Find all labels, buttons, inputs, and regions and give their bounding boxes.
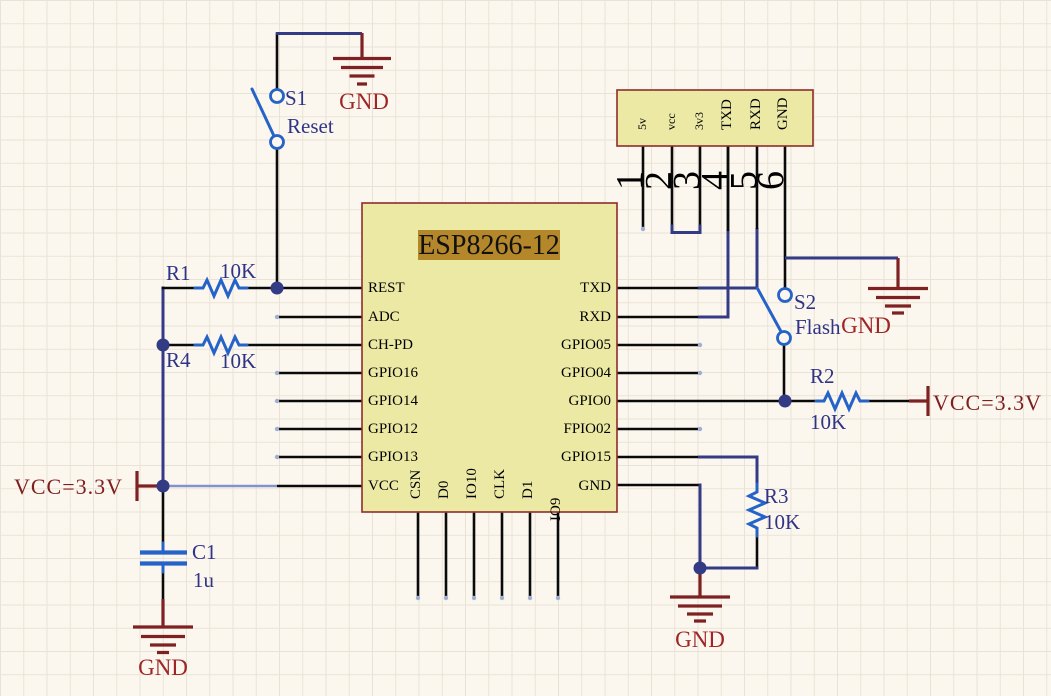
r1-resistor[interactable]: [193, 276, 249, 300]
header-pin-lines: [641, 146, 787, 289]
ic-pin-label-d0: D0: [436, 480, 452, 499]
header-pin-number-6: 6: [750, 171, 792, 190]
ic-pin-label-gpio0: GPIO0: [568, 393, 611, 409]
ic-pin-label-gpio16: GPIO16: [368, 365, 419, 381]
ic-pin-label-gpio04: GPIO04: [560, 365, 611, 381]
gnd-symbol-bottom-left[interactable]: [133, 599, 193, 655]
ic-title: ESP8266-12: [418, 230, 560, 261]
r2-value: 10K: [810, 410, 847, 434]
wire-s1-to-gnd: [275, 32, 362, 89]
wire-gpio15-to-r3: [617, 455, 759, 570]
r2-ref: R2: [810, 364, 835, 388]
ic-pin-label-clk: CLK: [492, 469, 508, 499]
ic-pin-label-gpio05: GPIO05: [560, 337, 611, 353]
ic-pin-label-gnd: GND: [578, 478, 612, 494]
s1-value: Reset: [287, 114, 334, 138]
gnd-symbol-bottom-middle[interactable]: [670, 570, 730, 623]
ic-pin-label-gpio12: GPIO12: [368, 421, 419, 437]
header-connector[interactable]: [616, 89, 814, 147]
ic-pin-label-txd: TXD: [580, 280, 611, 296]
r3-resistor[interactable]: [745, 482, 769, 538]
ic-pin-label-io10: IO10: [464, 468, 480, 499]
ic-pin-label-gpio14: GPIO14: [368, 393, 419, 409]
header-pin-label-vcc: vcc: [664, 113, 678, 130]
r4-resistor[interactable]: [193, 333, 249, 357]
header-pin-label-5v: 5v: [635, 118, 649, 130]
ic-pin-label-adc: ADC: [368, 309, 400, 325]
ic-bottom-pin-lines: [416, 512, 560, 598]
header-pin-label-3v3: 3v3: [692, 112, 706, 130]
vcc-label-left: VCC=3.3V: [14, 474, 124, 499]
junction-dots: [156, 281, 792, 575]
r2-resistor[interactable]: [785, 389, 909, 413]
s1-ref: S1: [285, 86, 308, 110]
ic-pin-label-rxd: RXD: [579, 309, 611, 325]
gnd-label-top-right: GND: [841, 313, 891, 338]
ic-pin-label-io9: IO9: [548, 497, 564, 521]
ic-pin-label-chpd: CH-PD: [368, 337, 414, 353]
r3-ref: R3: [764, 484, 789, 508]
r1-ref: R1: [166, 261, 191, 285]
s1-switch[interactable]: [250, 87, 285, 150]
r3-value: 10K: [764, 510, 801, 534]
header-pin-label-rxd: RXD: [748, 98, 764, 130]
header-pin-label-gnd: GND: [775, 97, 791, 131]
s2-ref: S2: [794, 290, 817, 314]
ic-esp8266[interactable]: [361, 202, 618, 598]
gnd-label-bottom-left: GND: [138, 655, 188, 680]
ic-pin-label-gpio13: GPIO13: [368, 449, 419, 465]
r4-ref: R4: [166, 348, 191, 372]
gnd-label-bottom-middle: GND: [675, 627, 725, 652]
vcc-power-port-right[interactable]: [909, 386, 930, 416]
r1-value: 10K: [220, 259, 257, 283]
s2-switch[interactable]: [756, 287, 793, 346]
c1-capacitor[interactable]: [140, 541, 187, 574]
c1-value: 1u: [193, 568, 214, 592]
ic-pin-label-fpio02: FPIO02: [563, 421, 611, 437]
pin-end-dots: [274, 226, 703, 601]
gnd-symbol-top-left[interactable]: [333, 33, 391, 86]
s2-value: Flash: [795, 315, 841, 339]
gnd-label-top-left: GND: [339, 89, 389, 114]
ic-pin-label-vcc: VCC: [368, 478, 399, 494]
ic-pin-label-d1: D1: [520, 480, 536, 499]
r4-value: 10K: [220, 349, 257, 373]
header-pin-label-txd: TXD: [719, 99, 735, 130]
ic-pin-label-csn: CSN: [408, 469, 424, 499]
ic-pin-label-gpio15: GPIO15: [560, 449, 611, 465]
wire-txd: [617, 146, 759, 290]
c1-ref: C1: [192, 540, 217, 564]
vcc-label-right: VCC=3.3V: [933, 390, 1043, 415]
ic-pin-label-rest: REST: [368, 280, 405, 296]
wire-gnd-pin: [617, 483, 702, 568]
gnd-symbol-top-right[interactable]: [868, 258, 928, 315]
